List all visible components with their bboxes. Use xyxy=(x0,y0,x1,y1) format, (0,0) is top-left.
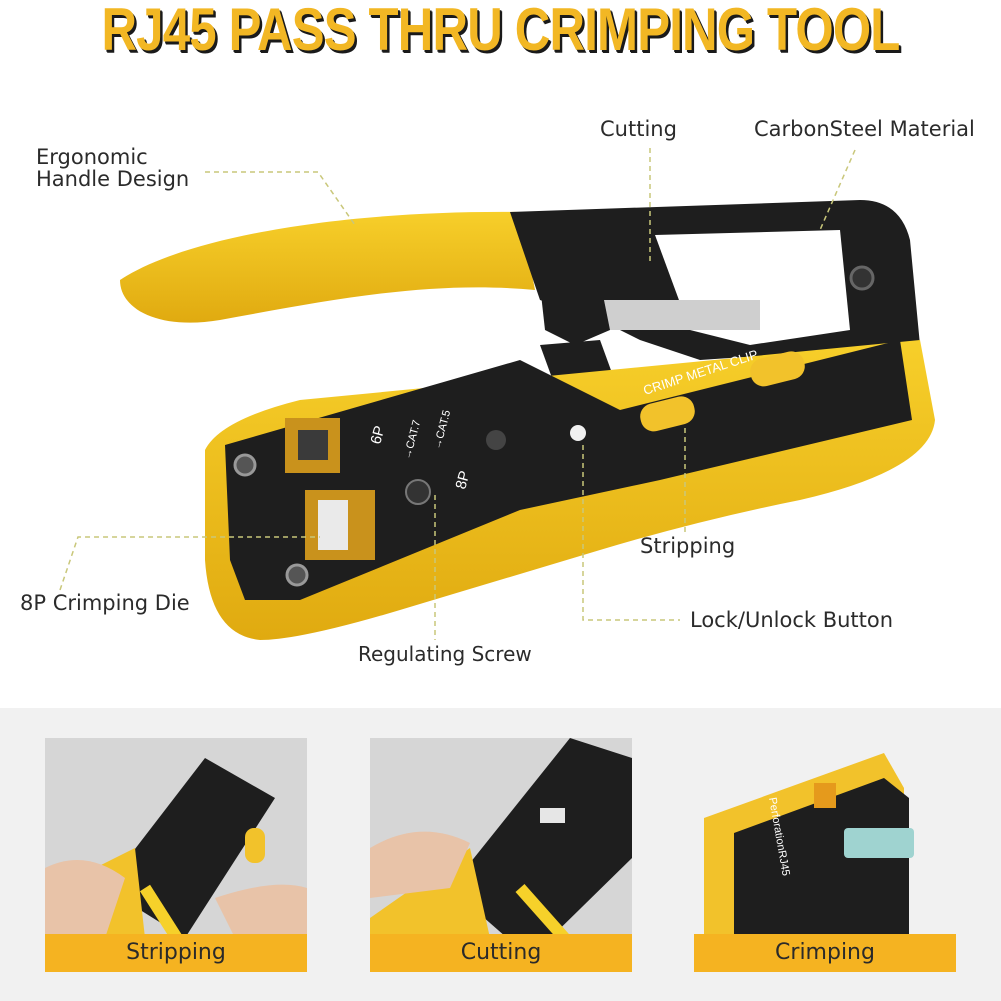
crimping-photo: PerforationRJ45 xyxy=(694,738,956,972)
callout-crimping-die: 8P Crimping Die xyxy=(20,591,190,615)
eight-p-marking: 8P xyxy=(452,469,473,491)
callout-ergonomic-line2: Handle Design xyxy=(36,167,190,191)
callout-lock-unlock: Lock/Unlock Button xyxy=(690,608,894,632)
panel-caption-crimping: Crimping xyxy=(694,934,956,972)
panel-caption-stripping: Stripping xyxy=(45,934,307,972)
usage-panel-crimping: PerforationRJ45 Crimping xyxy=(694,738,956,972)
callout-regulating-screw: Regulating Screw xyxy=(358,642,532,666)
crimping-tool-illustration: CRIMP METAL CLIP 6P →CAT.7 →CAT.5 8P xyxy=(59,148,935,640)
usage-panel-cutting: Cutting xyxy=(370,738,632,972)
callout-cutting: Cutting xyxy=(600,117,677,141)
callout-ergonomic-line1: Ergonomic xyxy=(36,145,148,169)
panel-caption-cutting: Cutting xyxy=(370,934,632,972)
callout-carbon-steel: CarbonSteel Material xyxy=(754,117,975,141)
stripping-photo xyxy=(45,738,307,972)
six-p-marking: 6P xyxy=(367,424,388,446)
page-title: RJ45 PASS THRU CRIMPING TOOL xyxy=(101,0,900,63)
callout-ergonomic-handle: Ergonomic Handle Design xyxy=(36,146,189,190)
usage-panel-stripping: Stripping xyxy=(45,738,307,972)
callout-stripping: Stripping xyxy=(640,534,736,558)
